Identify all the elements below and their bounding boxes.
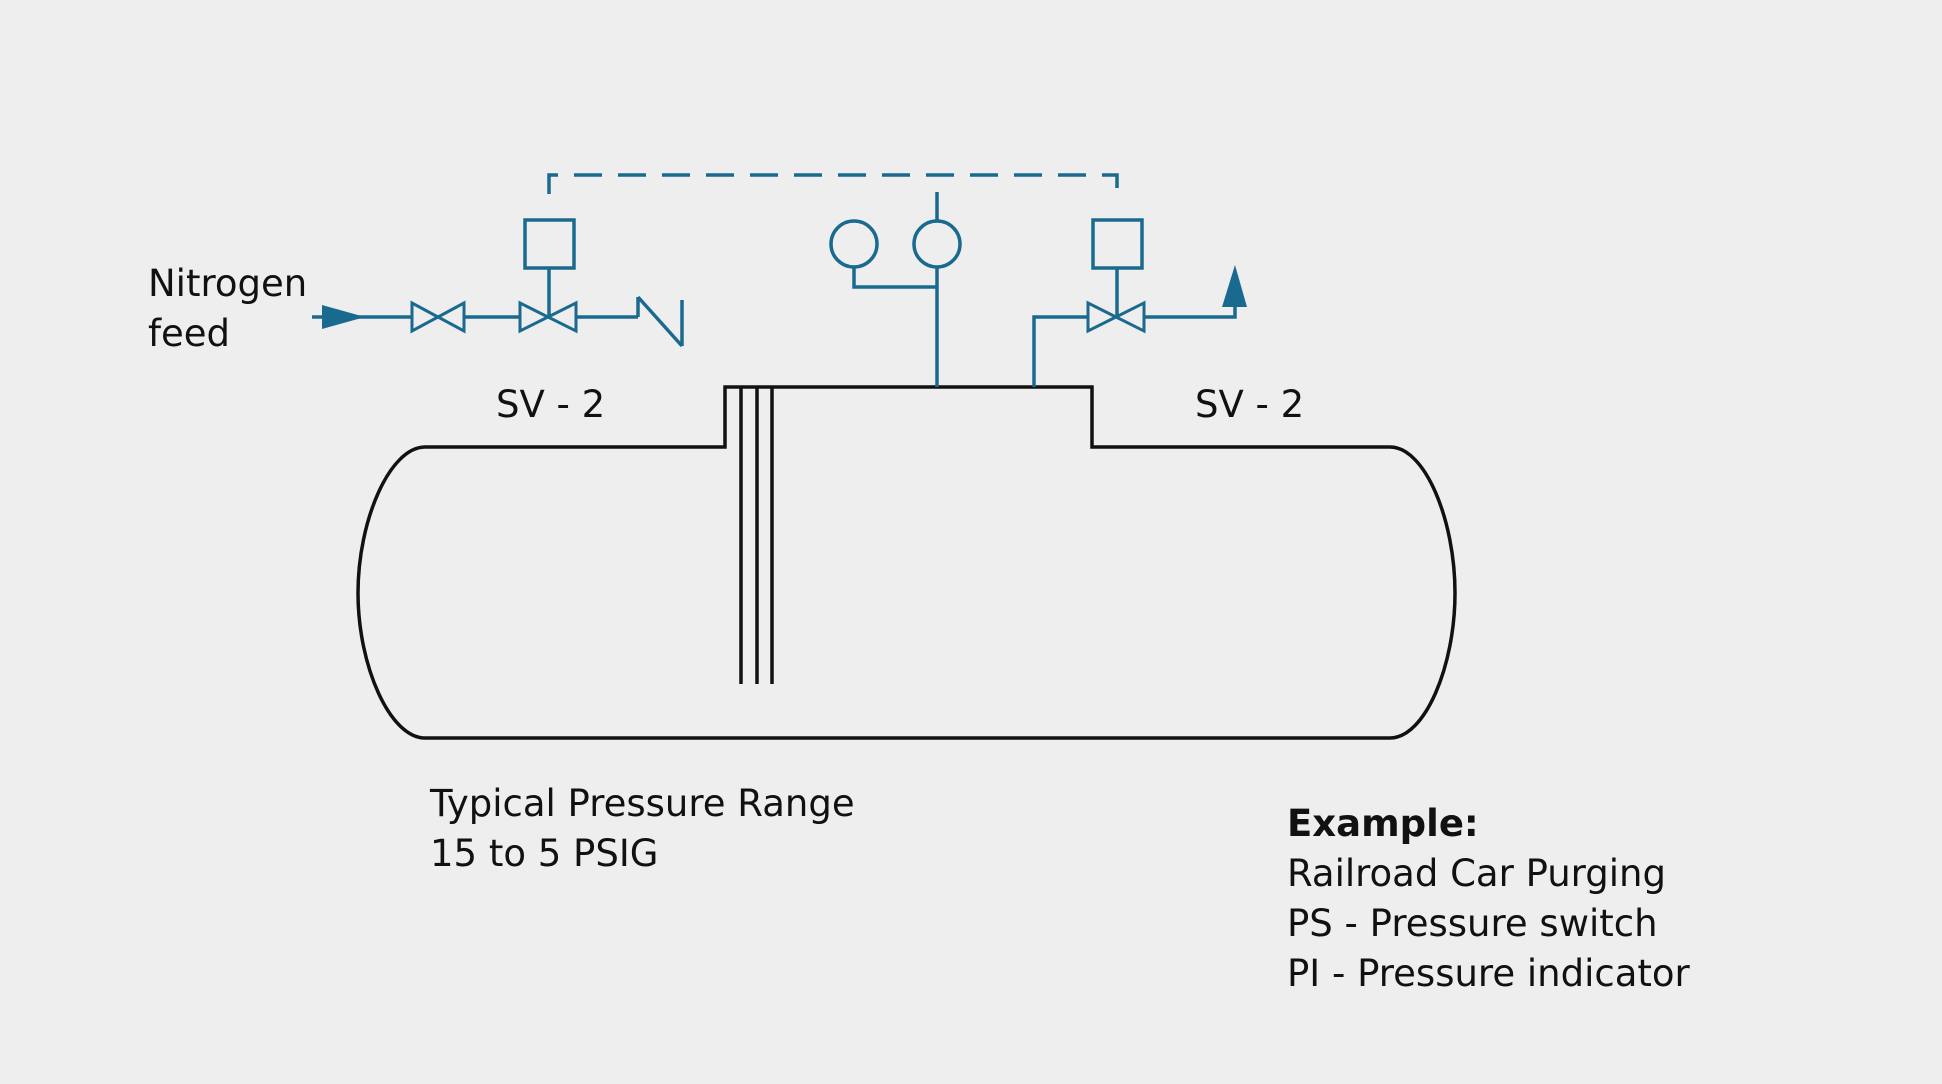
pressure-range-value: 15 to 5 PSIG (430, 832, 659, 875)
vent-line (1144, 305, 1237, 319)
legend-item: PI - Pressure indicator (1287, 952, 1690, 995)
pressure-range-label: Typical Pressure Range (430, 782, 855, 825)
sv-right-label: SV - 2 (1195, 383, 1305, 426)
pressure-gauge-1-icon (829, 219, 879, 269)
legend-item: PS - Pressure switch (1287, 902, 1658, 945)
check-valve-icon (636, 295, 684, 348)
control-valve-right-icon (1086, 300, 1120, 334)
manual-valve-icon-half (434, 300, 466, 334)
railroad-car-tank (356, 385, 1457, 740)
feed-arrow-icon (322, 305, 365, 329)
actuator-right-icon (1091, 218, 1144, 270)
piping (312, 173, 1247, 387)
tank-body (356, 385, 1457, 740)
vent-arrow-icon (1222, 265, 1247, 307)
nitrogen-feed-label-line2: feed (148, 312, 231, 355)
actuator-left-icon (523, 218, 576, 270)
gauge-connection (852, 267, 937, 289)
legend-heading: Example: (1287, 802, 1479, 845)
manual-valve-icon (410, 300, 442, 334)
nitrogen-feed-label: Nitrogen (148, 262, 308, 305)
control-valve-left-icon-half (544, 300, 578, 334)
legend-item: Railroad Car Purging (1287, 852, 1666, 895)
pressure-gauge-2-icon (912, 219, 962, 269)
sv-left-label: SV - 2 (496, 383, 606, 426)
control-valve-left-icon (518, 300, 552, 334)
vent-riser (1032, 315, 1088, 387)
signal-line (547, 173, 1119, 200)
control-valve-right-icon-half (1112, 300, 1146, 334)
